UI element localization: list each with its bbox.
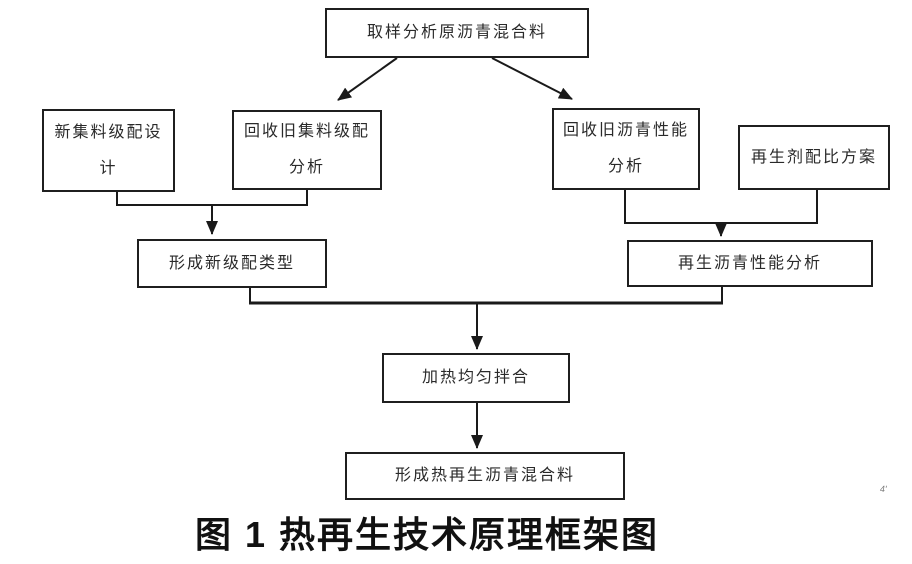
node-heat-mix-label: 加热均匀拌合 (421, 369, 530, 386)
node-form-hot-recycled-mixture: 形成热再生沥青混合料 (345, 452, 625, 500)
node-recycled-asphalt-performance-analysis: 回收旧沥青性能 分析 (552, 108, 700, 190)
node-new-aggregate-gradation-design: 新集料级配设 计 (42, 109, 175, 192)
node-sample-analysis-label: 取样分析原沥青混合料 (366, 24, 547, 41)
connector-left-merge (116, 190, 308, 206)
node-new-aggregate-label-line2: 计 (99, 159, 118, 177)
node-new-gradation-label: 形成新级配类型 (168, 254, 295, 272)
node-old-aggregate-label-line2: 分析 (288, 159, 325, 176)
stray-scan-mark: 4' (879, 484, 888, 494)
node-recycled-aggregate-gradation-analysis: 回收旧集料级配 分析 (232, 110, 382, 190)
figure-caption: 图 1 热再生技术原理框架图 (194, 514, 660, 555)
node-rejuvenator-label: 再生剂配比方案 (750, 148, 877, 166)
node-old-asphalt-label-line2: 分析 (607, 158, 644, 175)
node-old-aggregate-label-line1: 回收旧集料级配 (243, 123, 370, 140)
node-sample-analysis: 取样分析原沥青混合料 (325, 8, 589, 58)
node-rejuvenator-ratio-plan: 再生剂配比方案 (738, 125, 890, 190)
node-new-aggregate-label-line1: 新集料级配设 (54, 123, 163, 141)
node-regen-analysis-label: 再生沥青性能分析 (677, 254, 822, 272)
connector-right-merge (624, 190, 818, 224)
node-old-asphalt-label-line1: 回收旧沥青性能 (562, 122, 689, 139)
node-regenerated-asphalt-performance-analysis: 再生沥青性能分析 (627, 240, 873, 287)
node-form-new-gradation-type: 形成新级配类型 (137, 239, 327, 288)
node-final-mix-label: 形成热再生沥青混合料 (394, 467, 575, 484)
arrow-sample-to-old-asphalt (491, 57, 573, 100)
arrow-sample-to-old-aggregate (337, 57, 398, 101)
node-heat-uniform-mixing: 加热均匀拌合 (382, 353, 570, 403)
